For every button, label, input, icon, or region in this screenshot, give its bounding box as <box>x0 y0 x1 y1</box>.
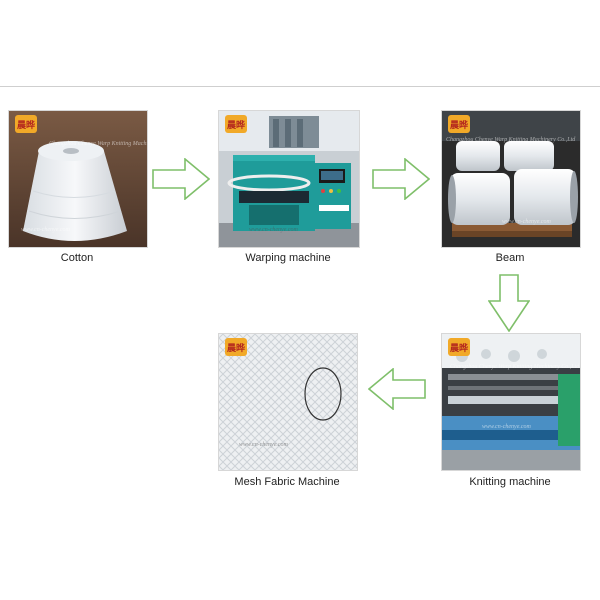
step-label-knitting: Knitting machine <box>469 476 551 488</box>
step-label-cotton: Cotton <box>60 252 94 264</box>
top-divider-line <box>0 86 600 87</box>
beam-photo: 晨晔 Changzhou Chenye Warp Knitting Machin… <box>441 110 581 248</box>
step-label-beam: Beam <box>495 252 525 264</box>
company-logo: 晨晔 <box>225 115 247 133</box>
arrow-left-icon <box>368 368 426 410</box>
arrow-right-icon <box>372 158 430 200</box>
arrow-right-icon <box>152 158 210 200</box>
cotton-photo: 晨晔 Changzhou Chenye Warp Knitting Machin… <box>8 110 148 248</box>
company-watermark: Changzhou Chenye Warp Knitting Machinery… <box>450 364 580 370</box>
company-logo: 晨晔 <box>448 115 470 133</box>
arrow-down-icon <box>488 274 530 332</box>
website-watermark: www.cn-chenye.com <box>249 227 298 233</box>
step-label-mesh: Mesh Fabric Machine <box>234 476 340 488</box>
company-logo: 晨晔 <box>225 338 247 356</box>
warping-machine-photo: 晨晔 www.cn-chenye.com <box>218 110 360 248</box>
company-logo: 晨晔 <box>15 115 37 133</box>
website-watermark: www.cn-chenye.com <box>21 227 70 233</box>
company-watermark: Changzhou Chenye Warp Knitting Machinery… <box>49 141 147 147</box>
company-logo: 晨晔 <box>448 338 470 356</box>
company-watermark: Changzhou Chenye Warp Knitting Machinery… <box>446 137 576 143</box>
mesh-fabric-photo: 晨晔 www.cn-chenye.com <box>218 333 358 471</box>
website-watermark: www.cn-chenye.com <box>482 424 531 430</box>
website-watermark: www.cn-chenye.com <box>239 442 288 448</box>
step-label-warping: Warping machine <box>245 252 331 264</box>
knitting-machine-photo: 晨晔 Changzhou Chenye Warp Knitting Machin… <box>441 333 581 471</box>
website-watermark: www.cn-chenye.com <box>502 219 551 225</box>
